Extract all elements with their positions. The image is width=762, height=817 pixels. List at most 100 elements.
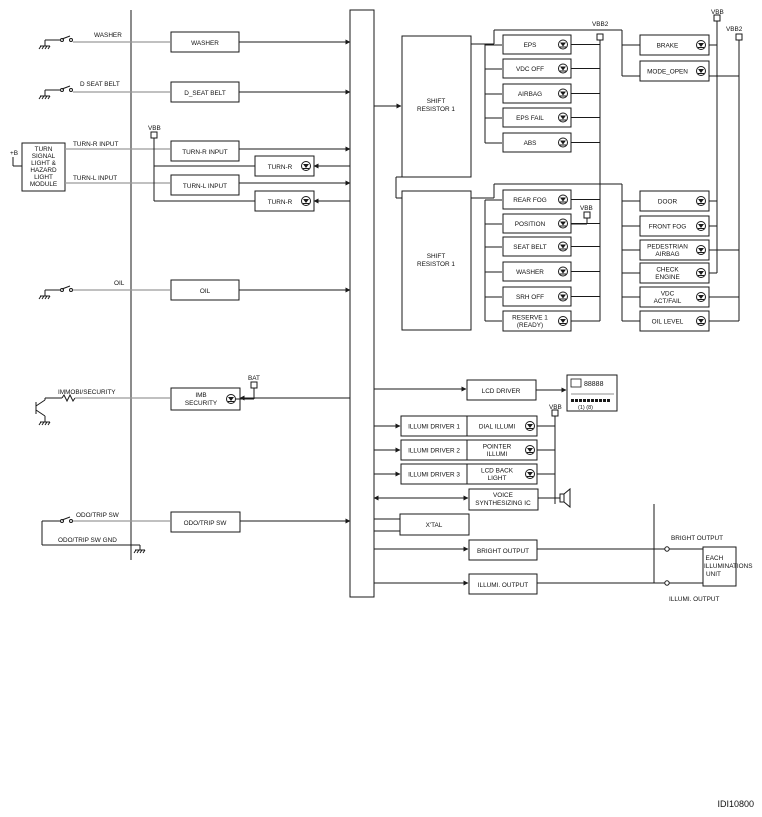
- odo-trip-sw-input: ODO/TRIP SW ODO/TRIP SW GND: [41, 512, 170, 554]
- indicator-box: EPS FAIL: [502, 107, 572, 128]
- lamp-icon: [525, 469, 535, 479]
- illum-unit-label: EACH: [706, 555, 724, 562]
- indicator-label: AIRBAG: [655, 251, 679, 258]
- indicator-label: SEAT BELT: [513, 244, 546, 251]
- indicator-box: POSITION: [502, 213, 572, 234]
- turn-module-line: HAZARD: [30, 167, 57, 174]
- indicator-label: POSITION: [515, 221, 546, 228]
- lcd-driver-label: LCD DRIVER: [482, 388, 521, 395]
- d-seat-belt-input-label: D SEAT BELT: [80, 81, 120, 88]
- vbb-terminal-icon: [583, 211, 591, 219]
- indicator-box: SEAT BELT: [502, 236, 572, 257]
- vbb2-right-label: VBB2: [726, 26, 743, 33]
- illumi-driver-label: ILLUMI DRIVER 3: [408, 472, 460, 479]
- turn-r-input-block: [170, 140, 240, 162]
- turn-module-line: LIGHT &: [31, 160, 56, 167]
- ground-icon: [38, 40, 51, 50]
- lamp-icon: [558, 137, 568, 148]
- turn-module-line: TURN: [35, 146, 53, 153]
- imb-label: IMB: [195, 392, 206, 399]
- lamp-icon: [525, 421, 535, 431]
- oil-block-label: OIL: [200, 288, 211, 295]
- illumi-lamp-label: LCD BACK: [481, 468, 514, 475]
- indicator-label: CHECK: [656, 267, 679, 274]
- indicator-label: (READY): [517, 322, 543, 329]
- indicator-label: EPS: [524, 42, 537, 49]
- vbb-mid-label: VBB: [580, 205, 593, 212]
- oil-input-label: OIL: [114, 280, 125, 287]
- odo-trip-sw-block: [170, 511, 241, 533]
- shift-register-label: RESISTOR 1: [417, 106, 455, 113]
- lamp-icon: [558, 241, 568, 252]
- imb-label: SECURITY: [185, 400, 218, 407]
- bat-terminal-icon: [250, 381, 258, 389]
- lamp-icon: [696, 40, 706, 50]
- indicator-label: WASHER: [516, 269, 544, 276]
- indicator-box: WASHER: [502, 261, 572, 282]
- ground-icon: [38, 290, 51, 300]
- main-bus: [349, 9, 375, 598]
- odo-trip-sw-block-label: ODO/TRIP SW: [184, 520, 228, 527]
- indicator-label: REAR FOG: [513, 197, 546, 204]
- indicator-box: EPS: [502, 34, 572, 55]
- indicator-label: AIRBAG: [518, 91, 542, 98]
- turn-r-input-label: TURN-R INPUT: [73, 141, 119, 148]
- xtal-section: X'TAL: [374, 513, 470, 536]
- connector-icon: [664, 580, 670, 586]
- turn-r-lamp-label: TURN-R: [268, 164, 293, 171]
- voice-ic-section: VOICE SYNTHESIZING IC: [373, 487, 571, 511]
- turn-module-line: LIGHT: [34, 174, 53, 181]
- lamp-icon: [525, 445, 535, 455]
- lamp-icon: [696, 316, 706, 326]
- lamp-icon: [558, 39, 568, 50]
- bright-output-label: BRIGHT OUTPUT: [671, 535, 723, 542]
- turn-l-input-block: [170, 174, 240, 196]
- indicator-box: REAR FOG: [502, 189, 572, 210]
- indicator-label: SRH OFF: [516, 294, 544, 301]
- lamp-icon: [558, 316, 568, 326]
- turn-l-input-block-label: TURN-L INPUT: [183, 183, 227, 190]
- voice-ic-label: VOICE: [493, 492, 513, 499]
- lamp-icon: [696, 196, 706, 206]
- lcd-driver-section: LCD DRIVER 88888 (1) (8): [374, 374, 618, 412]
- lamp-icon: [696, 268, 706, 278]
- shift-registers: SHIFT RESISTOR 1 SHIFT RESISTOR 1: [374, 29, 640, 331]
- xtal-block: [399, 513, 470, 536]
- bright-output-block: [468, 539, 538, 561]
- indicator-label: ACT/FAIL: [654, 298, 682, 305]
- speaker-icon: [559, 487, 571, 509]
- indicator-box: AIRBAG: [502, 83, 572, 104]
- indicator-label: ABS: [524, 140, 537, 147]
- immobi-input: IMMOBI/SECURITY: [35, 389, 170, 426]
- vbb-terminal-icon: [551, 409, 559, 417]
- ground-icon: [133, 549, 146, 554]
- vbb2-terminal-icon: [735, 33, 743, 41]
- bat-label: BAT: [248, 375, 260, 382]
- illumi-lamp-label: ILLUMI: [487, 451, 508, 458]
- illumi-lamp-box: DIAL ILLUMI: [466, 415, 538, 437]
- turn-signal-module: TURN SIGNAL LIGHT & HAZARD LIGHT MODULE …: [10, 142, 66, 192]
- illumi-lamp-label: LIGHT: [488, 475, 507, 482]
- odo-trip-sw-gnd-label: ODO/TRIP SW GND: [58, 537, 117, 544]
- indicator-label: VDC OFF: [516, 66, 544, 73]
- lcd-display-icon: 88888 (1) (8): [566, 374, 618, 412]
- d-seat-belt-input: D SEAT BELT: [38, 81, 170, 100]
- indicator-label: PEDESTRIAN: [647, 244, 688, 251]
- indicator-label: RESERVE 1: [512, 315, 548, 322]
- washer-input-label: WASHER: [94, 32, 122, 39]
- illum-unit-label: UNIT: [706, 571, 721, 578]
- voice-ic-block: [468, 488, 539, 511]
- turn-r-lamp-label: TURN-R: [268, 199, 293, 206]
- lamp-icon: [696, 245, 706, 255]
- turn-r-input-block-label: TURN-R INPUT: [182, 149, 228, 156]
- oil-input: OIL: [38, 280, 170, 300]
- indicator-box: MODE_OPEN: [639, 60, 710, 82]
- lcd-sub-readout: (1) (8): [578, 405, 593, 411]
- indicator-box: ABS: [502, 132, 572, 153]
